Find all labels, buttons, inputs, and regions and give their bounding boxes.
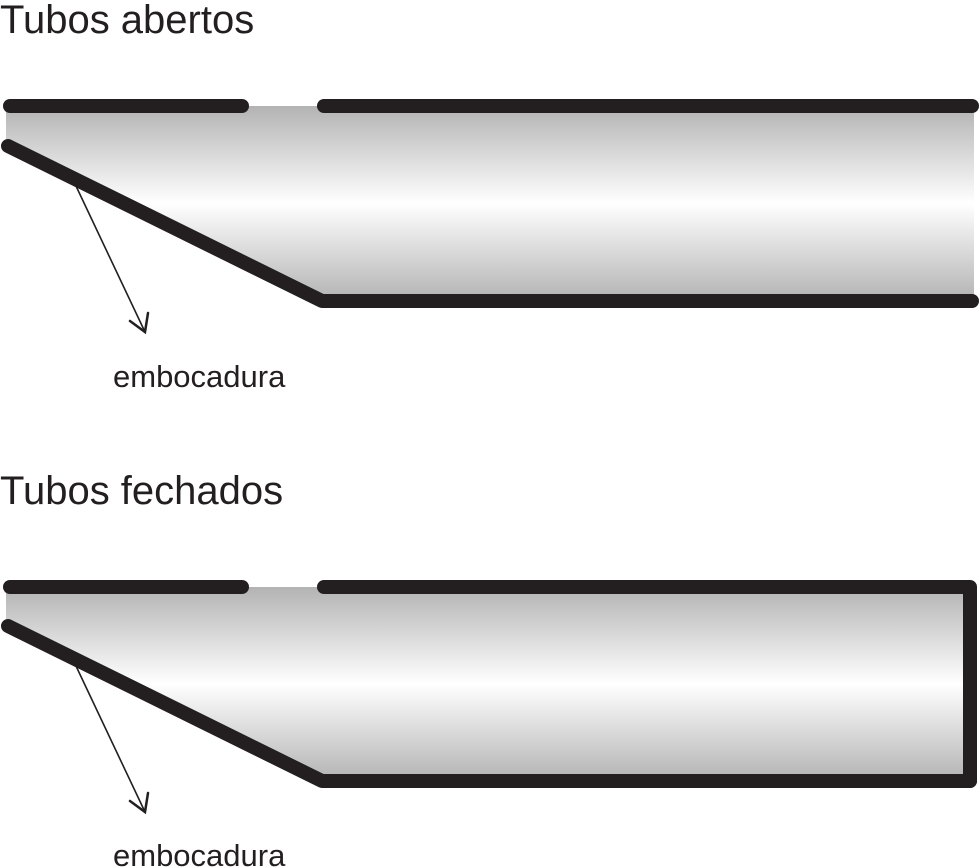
closed-pipe-title: Tubos fechados bbox=[0, 469, 283, 513]
open-pipe-air-column bbox=[6, 106, 974, 301]
open-pipe-mouthpiece-label: embocadura bbox=[113, 359, 286, 394]
open-pipe-mouthpiece-wall bbox=[1, 139, 979, 308]
closed-pipe-mouthpiece-wall bbox=[1, 619, 977, 788]
closed-pipe-mouthpiece-label: embocadura bbox=[113, 838, 286, 868]
closed-pipe-diagram: Tubos fechados embocadura bbox=[0, 469, 977, 868]
open-pipe-pointer-arrow bbox=[75, 185, 150, 335]
closed-pipe-top-wall-and-end-cap bbox=[317, 580, 977, 788]
closed-pipe-air-column bbox=[6, 587, 968, 781]
closed-pipe-pointer-arrow bbox=[75, 665, 150, 815]
open-pipe-title: Tubos abertos bbox=[0, 0, 254, 42]
open-pipe-diagram: Tubos abertos embocadura bbox=[0, 0, 979, 394]
